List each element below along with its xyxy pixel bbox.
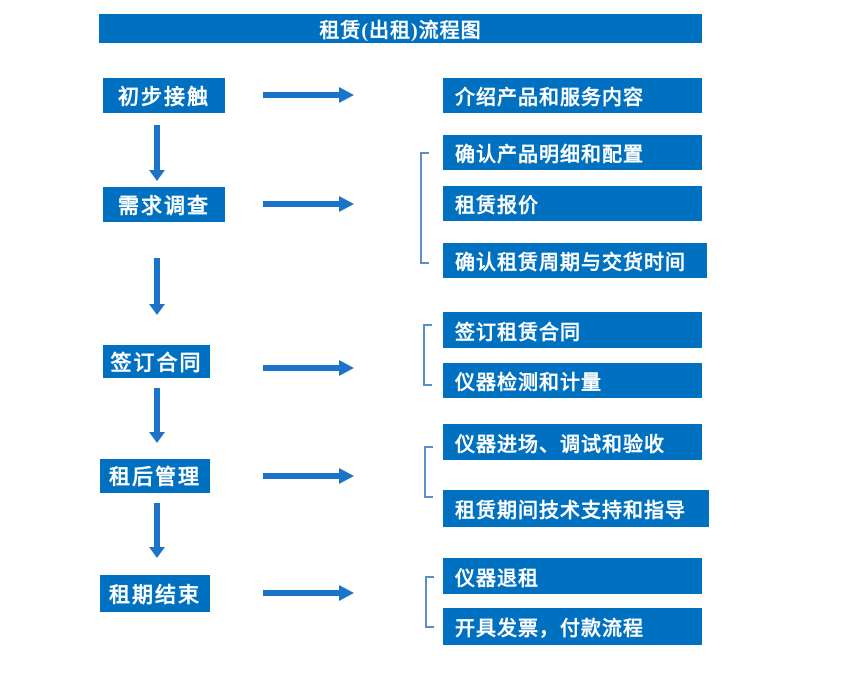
right-arrow-4-shaft <box>263 473 339 479</box>
right-arrow-1-shaft <box>263 92 339 98</box>
detail-box-tech-support: 租赁期间技术支持和指导 <box>443 490 709 527</box>
down-arrow-2-head <box>149 304 165 315</box>
down-arrow-2-shaft <box>154 258 160 304</box>
detail-box-introduce-products: 介绍产品和服务内容 <box>443 78 702 113</box>
group-bracket-5 <box>425 576 434 628</box>
detail-box-instrument-testing: 仪器检测和计量 <box>443 363 702 398</box>
detail-box-confirm-product-config: 确认产品明细和配置 <box>443 135 702 170</box>
down-arrow-4-head <box>149 547 165 558</box>
detail-box-instrument-setup-acceptance: 仪器进场、调试和验收 <box>443 424 702 460</box>
group-bracket-4 <box>424 446 433 498</box>
group-bracket-2 <box>420 152 429 264</box>
detail-box-instrument-return: 仪器退租 <box>443 558 702 594</box>
stage-box-initial-contact: 初步接触 <box>103 78 225 113</box>
right-arrow-3-shaft <box>263 365 339 371</box>
right-arrow-5-head <box>339 585 354 601</box>
down-arrow-1-shaft <box>154 125 160 170</box>
detail-box-sign-rental-contract: 签订租赁合同 <box>443 312 702 348</box>
down-arrow-3-shaft <box>154 388 160 432</box>
down-arrow-3-head <box>149 432 165 443</box>
down-arrow-1-head <box>149 170 165 181</box>
right-arrow-2-head <box>339 196 354 212</box>
right-arrow-2-shaft <box>263 201 339 207</box>
stage-box-sign-contract: 签订合同 <box>103 345 210 378</box>
right-arrow-5-shaft <box>263 590 339 596</box>
stage-box-post-rental-management: 租后管理 <box>100 459 210 493</box>
stage-box-rental-end: 租期结束 <box>100 575 210 612</box>
detail-box-invoice-payment: 开具发票，付款流程 <box>443 608 702 645</box>
detail-box-rental-quote: 租赁报价 <box>443 186 702 221</box>
group-bracket-3 <box>423 324 432 386</box>
detail-box-confirm-period-delivery: 确认租赁周期与交货时间 <box>443 243 707 278</box>
flowchart-title: 租赁(出租)流程图 <box>99 14 702 43</box>
right-arrow-3-head <box>339 360 354 376</box>
down-arrow-4-shaft <box>154 503 160 547</box>
right-arrow-1-head <box>339 87 354 103</box>
stage-box-demand-survey: 需求调查 <box>103 187 225 222</box>
right-arrow-4-head <box>339 468 354 484</box>
